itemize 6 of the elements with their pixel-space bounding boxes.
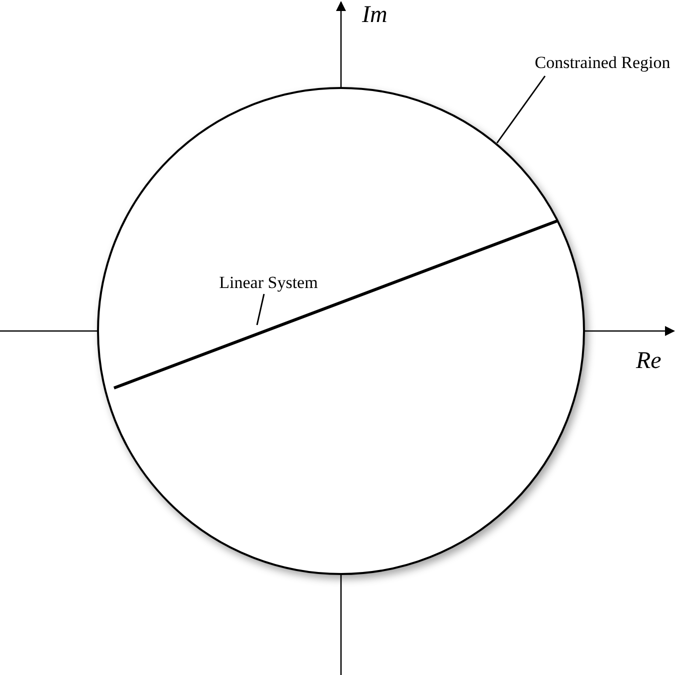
axis-label: Im xyxy=(362,1,388,30)
axis-label: Re xyxy=(636,347,662,376)
leader-line xyxy=(496,76,546,144)
callout-label: Constrained Region xyxy=(530,50,675,76)
leader-line xyxy=(256,294,265,326)
callout-label: Linear System xyxy=(186,270,351,296)
